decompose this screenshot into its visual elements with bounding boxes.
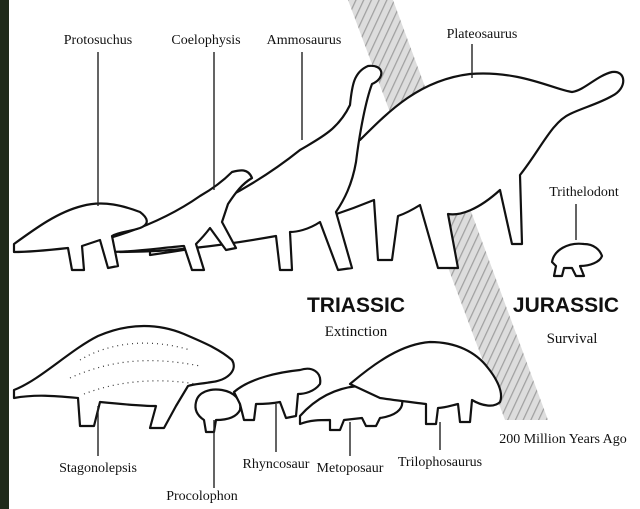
left-edge-shadow [0, 0, 9, 509]
triassic-caption: Extinction [325, 324, 388, 340]
triassic-heading: TRIASSIC [307, 294, 405, 317]
rhyncosaur-label: Rhyncosaur [243, 457, 310, 472]
jurassic-caption: Survival [547, 331, 598, 347]
trithelodont-figure [552, 244, 602, 276]
protosuchus-label: Protosuchus [64, 33, 132, 48]
metoposaur-label: Metoposaur [317, 461, 384, 476]
stagonolepsis-label: Stagonolepsis [59, 461, 137, 476]
procolophon-label: Procolophon [166, 489, 238, 504]
trithelodont-label: Trithelodont [549, 185, 619, 200]
jurassic-heading: JURASSIC [513, 294, 619, 317]
trilophosaurus-label: Trilophosaurus [398, 455, 482, 470]
boundary-date-label: 200 Million Years Ago [499, 432, 627, 447]
coelophysis-label: Coelophysis [171, 33, 240, 48]
ammosaurus-label: Ammosaurus [267, 33, 342, 48]
plateosaurus-label: Plateosaurus [447, 27, 518, 42]
procolophon-figure [195, 390, 240, 433]
